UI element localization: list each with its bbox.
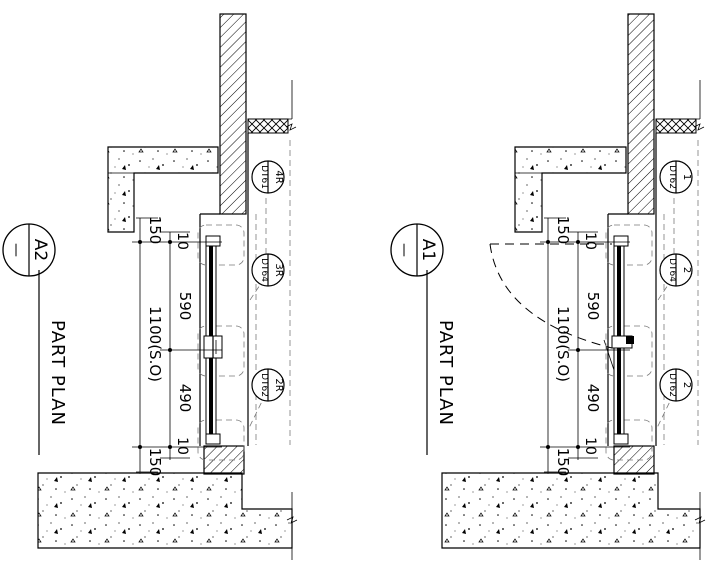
detail-tag-1-bottom: DT61	[259, 165, 269, 189]
detail-tag-2-top: 3R	[273, 263, 284, 276]
hatched-wall	[607, 13, 655, 246]
dim-seg1: 590	[584, 292, 602, 321]
dim-overall: 1100(S.O)	[146, 306, 164, 382]
detail-callout-top	[605, 224, 653, 266]
detail-tag-3-bottom: DT62	[667, 373, 677, 397]
dim-seg1: 590	[176, 292, 194, 321]
detail-tag-1: 1 DT62	[659, 160, 693, 194]
concrete-slab-bottom	[441, 472, 706, 560]
concrete-ledge-top	[514, 146, 627, 233]
detail-tag-2-bottom: DT64	[259, 258, 269, 282]
dim-end-bottom: 150	[146, 448, 164, 477]
detail-tag-3: 2 DT62	[659, 368, 693, 402]
door-glazing	[611, 235, 634, 445]
section-label-bottom: —	[396, 243, 412, 257]
detail-tag-1: 4R DT61	[251, 160, 285, 194]
section-label-bubble: A2 —	[2, 223, 56, 277]
detail-tag-1-bottom: DT62	[667, 165, 677, 189]
hatched-wall	[199, 13, 247, 246]
section-label-top: A1	[418, 239, 438, 261]
insulation-block	[655, 118, 697, 134]
detail-tag-3-bottom: DT62	[259, 373, 269, 397]
dimension-chain	[132, 217, 222, 473]
detail-tag-1-top: 1	[681, 174, 692, 180]
insulation-block	[247, 118, 289, 134]
detail-callout-bottom	[605, 419, 653, 461]
detail-tag-3-top: 2R	[273, 378, 284, 391]
detail-tag-2: 3R DT64	[251, 253, 285, 287]
drawing-title: PART PLAN	[435, 320, 456, 426]
drawing-A1: 150 10 1100(S.O) 590 490 10 150 1 DT62 2…	[390, 13, 706, 560]
detail-tag-3-top: 2	[681, 382, 692, 388]
detail-tag-2: 2 DT64	[659, 253, 693, 287]
detail-tag-1-top: 4R	[273, 170, 284, 183]
dimension-chain	[540, 217, 630, 473]
dim-seg2: 490	[176, 384, 194, 413]
detail-callout-bottom	[197, 419, 245, 461]
concrete-slab-bottom	[37, 472, 298, 560]
detail-callout-top	[197, 224, 245, 266]
detail-callout-mid	[605, 325, 653, 377]
detail-tag-3: 2R DT62	[251, 368, 285, 402]
section-label-bottom: —	[8, 243, 24, 257]
concrete-ledge-top	[107, 146, 219, 233]
dim-small-top: 10	[582, 232, 598, 250]
dim-overall: 1100(S.O)	[554, 306, 572, 382]
dim-seg2: 490	[584, 384, 602, 413]
dim-end-bottom: 150	[554, 448, 572, 477]
drawing-A2: 150 10 1100(S.O) 590 490 10 150 4R DT61 …	[2, 13, 298, 560]
dim-end-top: 150	[554, 216, 572, 245]
dim-small-top: 10	[174, 232, 190, 250]
dim-end-top: 150	[146, 216, 164, 245]
detail-callout-mid	[197, 325, 245, 377]
window-glazing	[203, 235, 223, 445]
detail-tag-2-top: 2	[681, 267, 692, 273]
dim-small-bottom: 10	[174, 437, 190, 455]
section-label-bubble: A1 —	[390, 223, 444, 277]
dim-small-bottom: 10	[582, 437, 598, 455]
detail-tag-2-bottom: DT64	[667, 258, 677, 282]
section-label-top: A2	[30, 239, 50, 261]
drawing-title: PART PLAN	[47, 320, 68, 426]
